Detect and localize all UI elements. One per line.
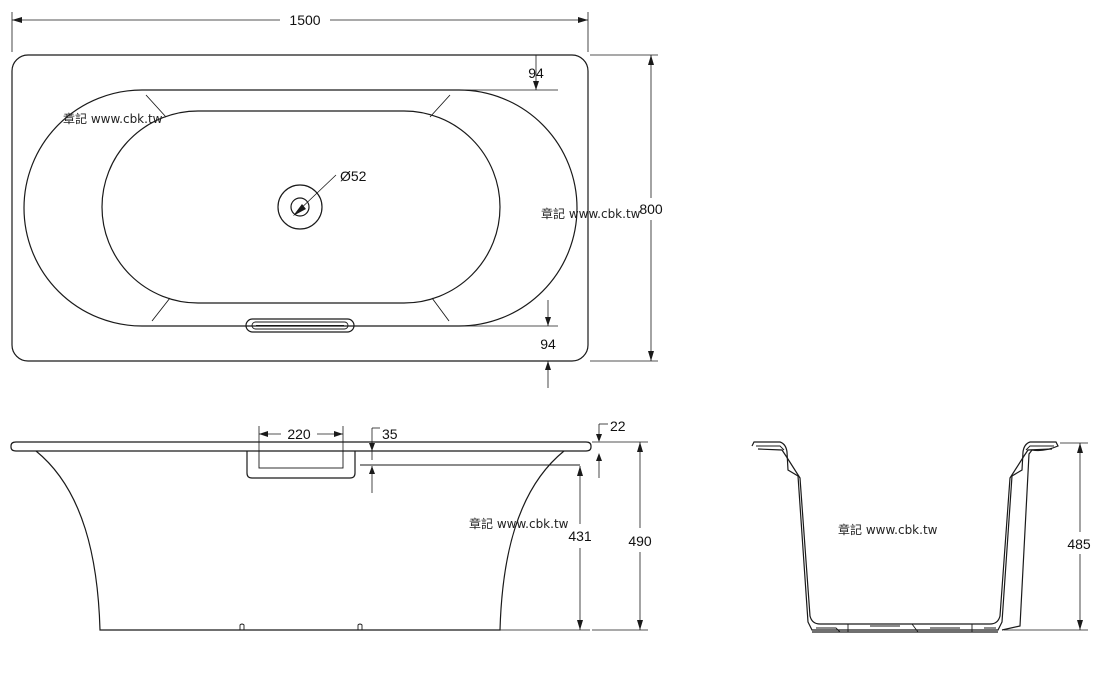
dim-handle-offset-label: 35	[382, 426, 398, 442]
dim-arrow	[648, 351, 654, 361]
drain-leader-arrow	[293, 204, 306, 216]
dim-arrow	[545, 361, 551, 370]
top-view-inner-basin	[101, 110, 501, 304]
dim-arrow	[577, 620, 583, 630]
watermark-text: 章記 www.cbk.tw	[63, 111, 163, 126]
dim-arrow	[596, 434, 602, 442]
top-view-outer-basin	[23, 89, 578, 327]
side-view-body	[35, 450, 565, 631]
end-view-dimensions: 485	[1004, 442, 1091, 631]
dim-drain-label: Ø52	[340, 168, 367, 184]
dim-arrow	[12, 17, 22, 23]
dim-arrow	[1077, 443, 1083, 453]
dim-handle-label: 220	[287, 426, 311, 442]
drain-inner-ring	[290, 197, 310, 217]
basin-transition-line	[431, 297, 450, 322]
side-view-rim	[10, 441, 592, 452]
dim-arrow	[259, 431, 268, 437]
watermark-text: 章記 www.cbk.tw	[838, 522, 938, 537]
side-view-foot	[239, 623, 245, 630]
dim-arrow	[1077, 620, 1083, 630]
dim-rim-bottom-label: 94	[540, 336, 556, 352]
drain-outer-ring	[277, 184, 323, 230]
watermark-text: 章記 www.cbk.tw	[469, 516, 569, 531]
dim-arrow	[533, 81, 539, 90]
end-view-inner-profile	[757, 448, 1053, 625]
watermarks: 章記 www.cbk.tw 章記 www.cbk.tw 章記 www.cbk.t…	[63, 111, 938, 537]
end-view	[751, 441, 1059, 633]
dim-arrow	[637, 442, 643, 452]
top-view-dimensions: 1500 800 94 94 Ø52	[11, 12, 663, 388]
watermark-text: 章記 www.cbk.tw	[541, 206, 641, 221]
end-view-rim-right	[1025, 445, 1054, 451]
dim-total-height-label: 490	[628, 533, 652, 549]
dim-width-label: 800	[639, 201, 663, 217]
dim-arrow	[648, 55, 654, 65]
handle-side-inner	[258, 450, 344, 469]
dim-end-height-label: 485	[1067, 536, 1091, 552]
dim-arrow	[545, 317, 551, 326]
dim-inner-depth-label: 431	[568, 528, 592, 544]
side-view-foot	[357, 623, 363, 630]
side-view-dimensions: 220 35 22 431 490	[258, 418, 652, 631]
dim-rim-top-label: 94	[528, 65, 544, 81]
handle-side-outer	[246, 451, 356, 479]
top-view	[11, 54, 589, 362]
dim-arrow	[577, 466, 583, 476]
end-view-base-detail	[816, 623, 996, 633]
side-view	[10, 441, 592, 631]
basin-transition-line	[151, 297, 171, 322]
dim-arrow	[334, 431, 343, 437]
end-view-rim-left	[756, 445, 785, 451]
dim-arrow	[369, 466, 375, 474]
basin-transition-line	[429, 94, 451, 118]
end-view-outer-profile	[751, 441, 1059, 631]
handle-top-outer	[245, 318, 355, 333]
dim-arrow	[578, 17, 588, 23]
top-view-outer-rim	[11, 54, 589, 362]
dim-arrow	[596, 453, 602, 461]
dim-arrow	[369, 443, 375, 451]
dim-arrow	[637, 620, 643, 630]
dim-rim-thickness-label: 22	[610, 418, 626, 434]
dim-length-label: 1500	[289, 12, 320, 28]
basin-transition-line	[145, 94, 167, 118]
handle-top-inner	[251, 321, 349, 330]
